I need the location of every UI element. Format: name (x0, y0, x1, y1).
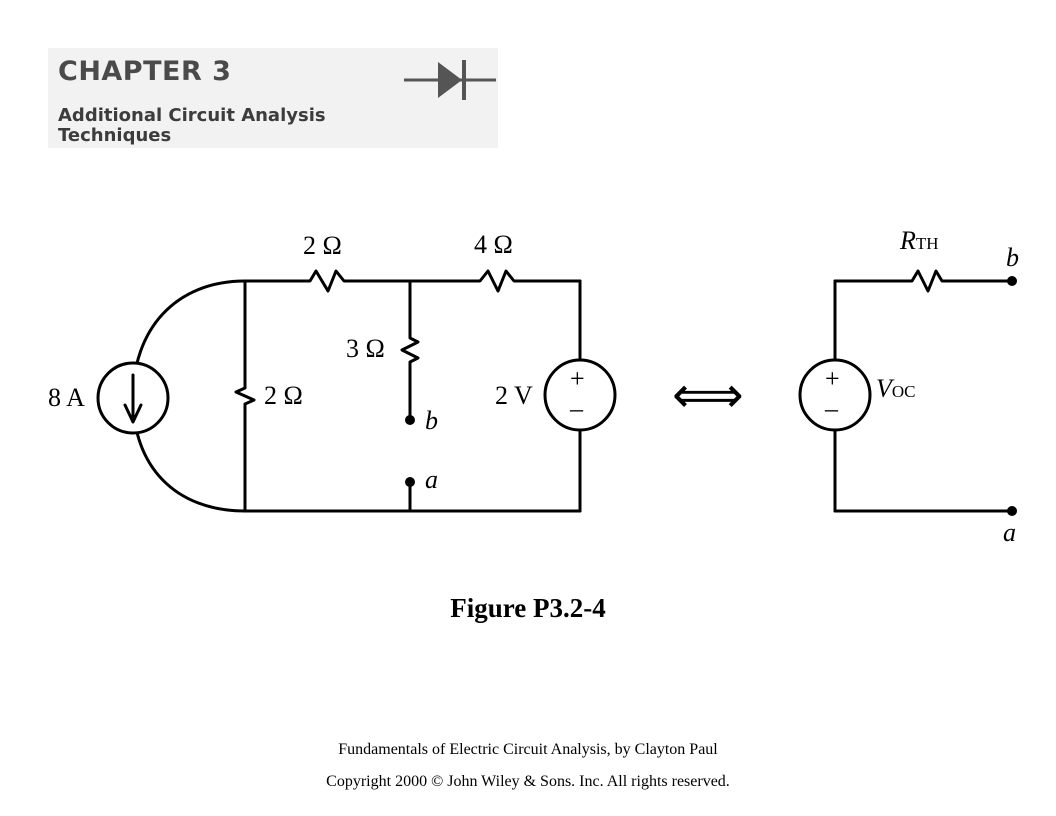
equivalence-symbol: ⟺ (672, 367, 744, 423)
top-right-resistor (408, 269, 582, 293)
footer-copyright: Copyright 2000 © John Wiley & Sons. Inc.… (326, 773, 730, 790)
node-b-terminal (405, 415, 415, 425)
voltage-source-label: 2 V (495, 381, 533, 410)
top-right-resistor-label: 4 Ω (474, 230, 513, 259)
current-source-label: 8 A (48, 383, 85, 412)
voltage-plus-sign: + (570, 364, 585, 393)
voc-subscript: OC (891, 382, 916, 401)
footer-book-title: Fundamentals of Electric Circuit Analysi… (338, 741, 718, 758)
node-b-label: b (425, 406, 438, 435)
top-left-resistor (243, 269, 412, 293)
thevenin-resistor-label: RTH (900, 228, 939, 257)
chapter-title: CHAPTER 3 (58, 56, 232, 87)
voltage-minus-sign: – (570, 394, 583, 423)
node-a-label: a (425, 465, 438, 494)
shunt-resistor-label: 2 Ω (264, 381, 303, 410)
diode-logo-icon (404, 60, 496, 100)
rth-main: R (900, 226, 916, 255)
th-node-b-terminal (1007, 276, 1017, 286)
th-voltage-source (798, 358, 872, 432)
figure-caption: Figure P3.2-4 (450, 593, 606, 623)
rth-subscript: TH (915, 234, 939, 253)
th-node-a-terminal (1007, 506, 1017, 516)
middle-resistor-label: 3 Ω (346, 334, 385, 363)
chapter-subtitle: Additional Circuit Analysis Techniques (58, 105, 326, 146)
thevenin-voltage-label: VOC (876, 376, 916, 405)
th-minus-sign: – (825, 394, 838, 423)
current-arrow-head (123, 403, 143, 424)
middle-resistor (400, 279, 420, 422)
th-node-a-label: a (1003, 518, 1016, 547)
th-resistor (833, 269, 1014, 293)
top-left-resistor-label: 2 Ω (303, 231, 342, 260)
shunt-resistor (234, 279, 256, 513)
th-node-b-label: b (1006, 243, 1019, 272)
th-plus-sign: + (825, 364, 840, 393)
node-a-terminal (405, 477, 415, 487)
chapter-header: CHAPTER 3 Additional Circuit Analysis Te… (48, 48, 498, 148)
voc-main: V (876, 374, 892, 403)
voltage-source (543, 358, 617, 432)
